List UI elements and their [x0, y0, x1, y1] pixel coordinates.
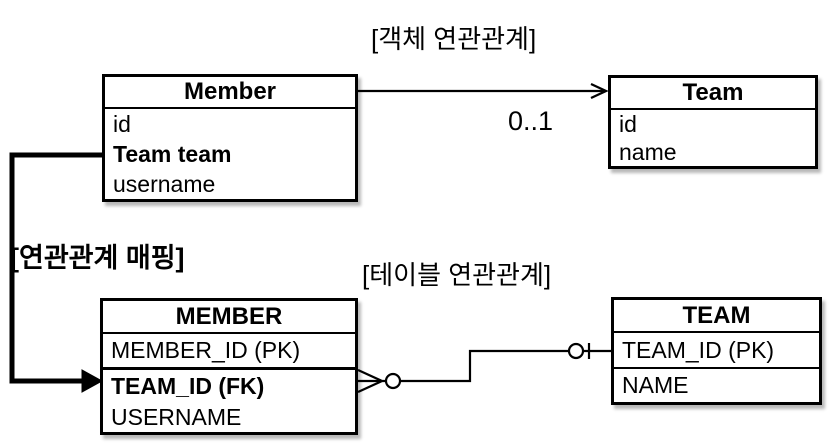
- member-column-username: USERNAME: [111, 403, 242, 430]
- team-class-box: Team id name: [608, 75, 818, 169]
- object-association-arrow: [358, 82, 609, 100]
- member-class-title: Member: [105, 77, 355, 109]
- team-table-title: TEAM: [614, 300, 819, 333]
- zero-circle-member-icon: [384, 372, 402, 390]
- team-field-id: id: [619, 110, 637, 137]
- mapping-title: [연관관계 매핑]: [10, 243, 185, 273]
- team-column-team-id: TEAM_ID (PK): [614, 333, 819, 369]
- team-table-box: TEAM TEAM_ID (PK) NAME: [611, 297, 822, 405]
- crow-foot-many-icon: [357, 369, 383, 393]
- zero-circle-team-icon: [567, 342, 585, 360]
- member-class-box: Member id Team team username: [102, 74, 358, 202]
- object-relation-title: [객체 연관관계]: [371, 24, 537, 54]
- member-column-member-id: MEMBER_ID (PK): [103, 334, 355, 370]
- member-field-username: username: [113, 170, 216, 197]
- member-column-team-id: TEAM_ID (FK): [111, 372, 265, 399]
- team-field-name: name: [619, 138, 677, 165]
- member-field-team: Team team: [113, 140, 232, 167]
- member-table-box: MEMBER MEMBER_ID (PK) TEAM_ID (FK) USERN…: [100, 298, 358, 435]
- team-column-name: NAME: [622, 372, 689, 398]
- multiplicity-label: 0..1: [508, 106, 554, 136]
- table-relation-title: [테이블 연관관계]: [362, 260, 552, 290]
- table-association-connector: [357, 342, 611, 393]
- member-field-id: id: [113, 110, 131, 137]
- team-class-title: Team: [611, 78, 815, 110]
- member-table-title: MEMBER: [103, 301, 355, 334]
